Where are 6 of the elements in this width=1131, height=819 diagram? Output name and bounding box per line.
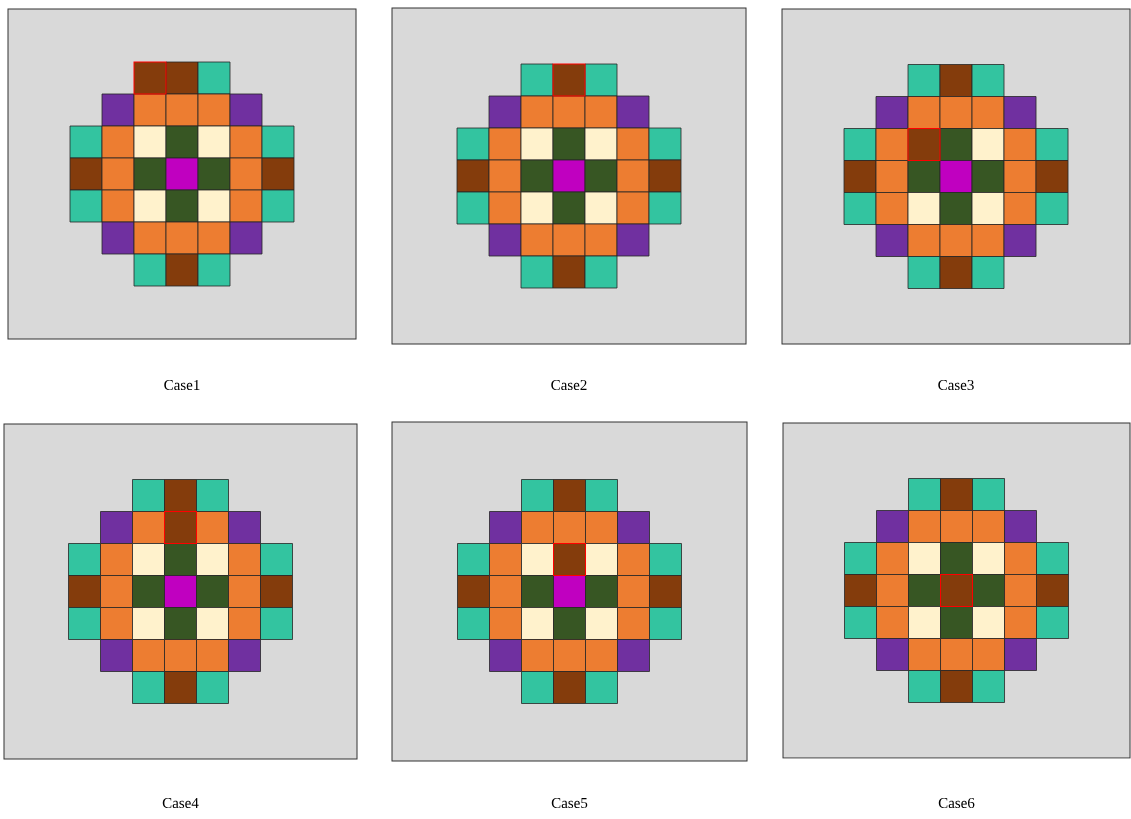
panel-caption: Case3 [938,379,974,391]
panel-caption: Case1 [164,379,200,391]
panel-caption: Case5 [551,798,588,809]
panel-caption: Case4 [162,798,199,809]
panel-caption: Case6 [938,798,975,809]
panel-caption: Case2 [551,379,587,391]
